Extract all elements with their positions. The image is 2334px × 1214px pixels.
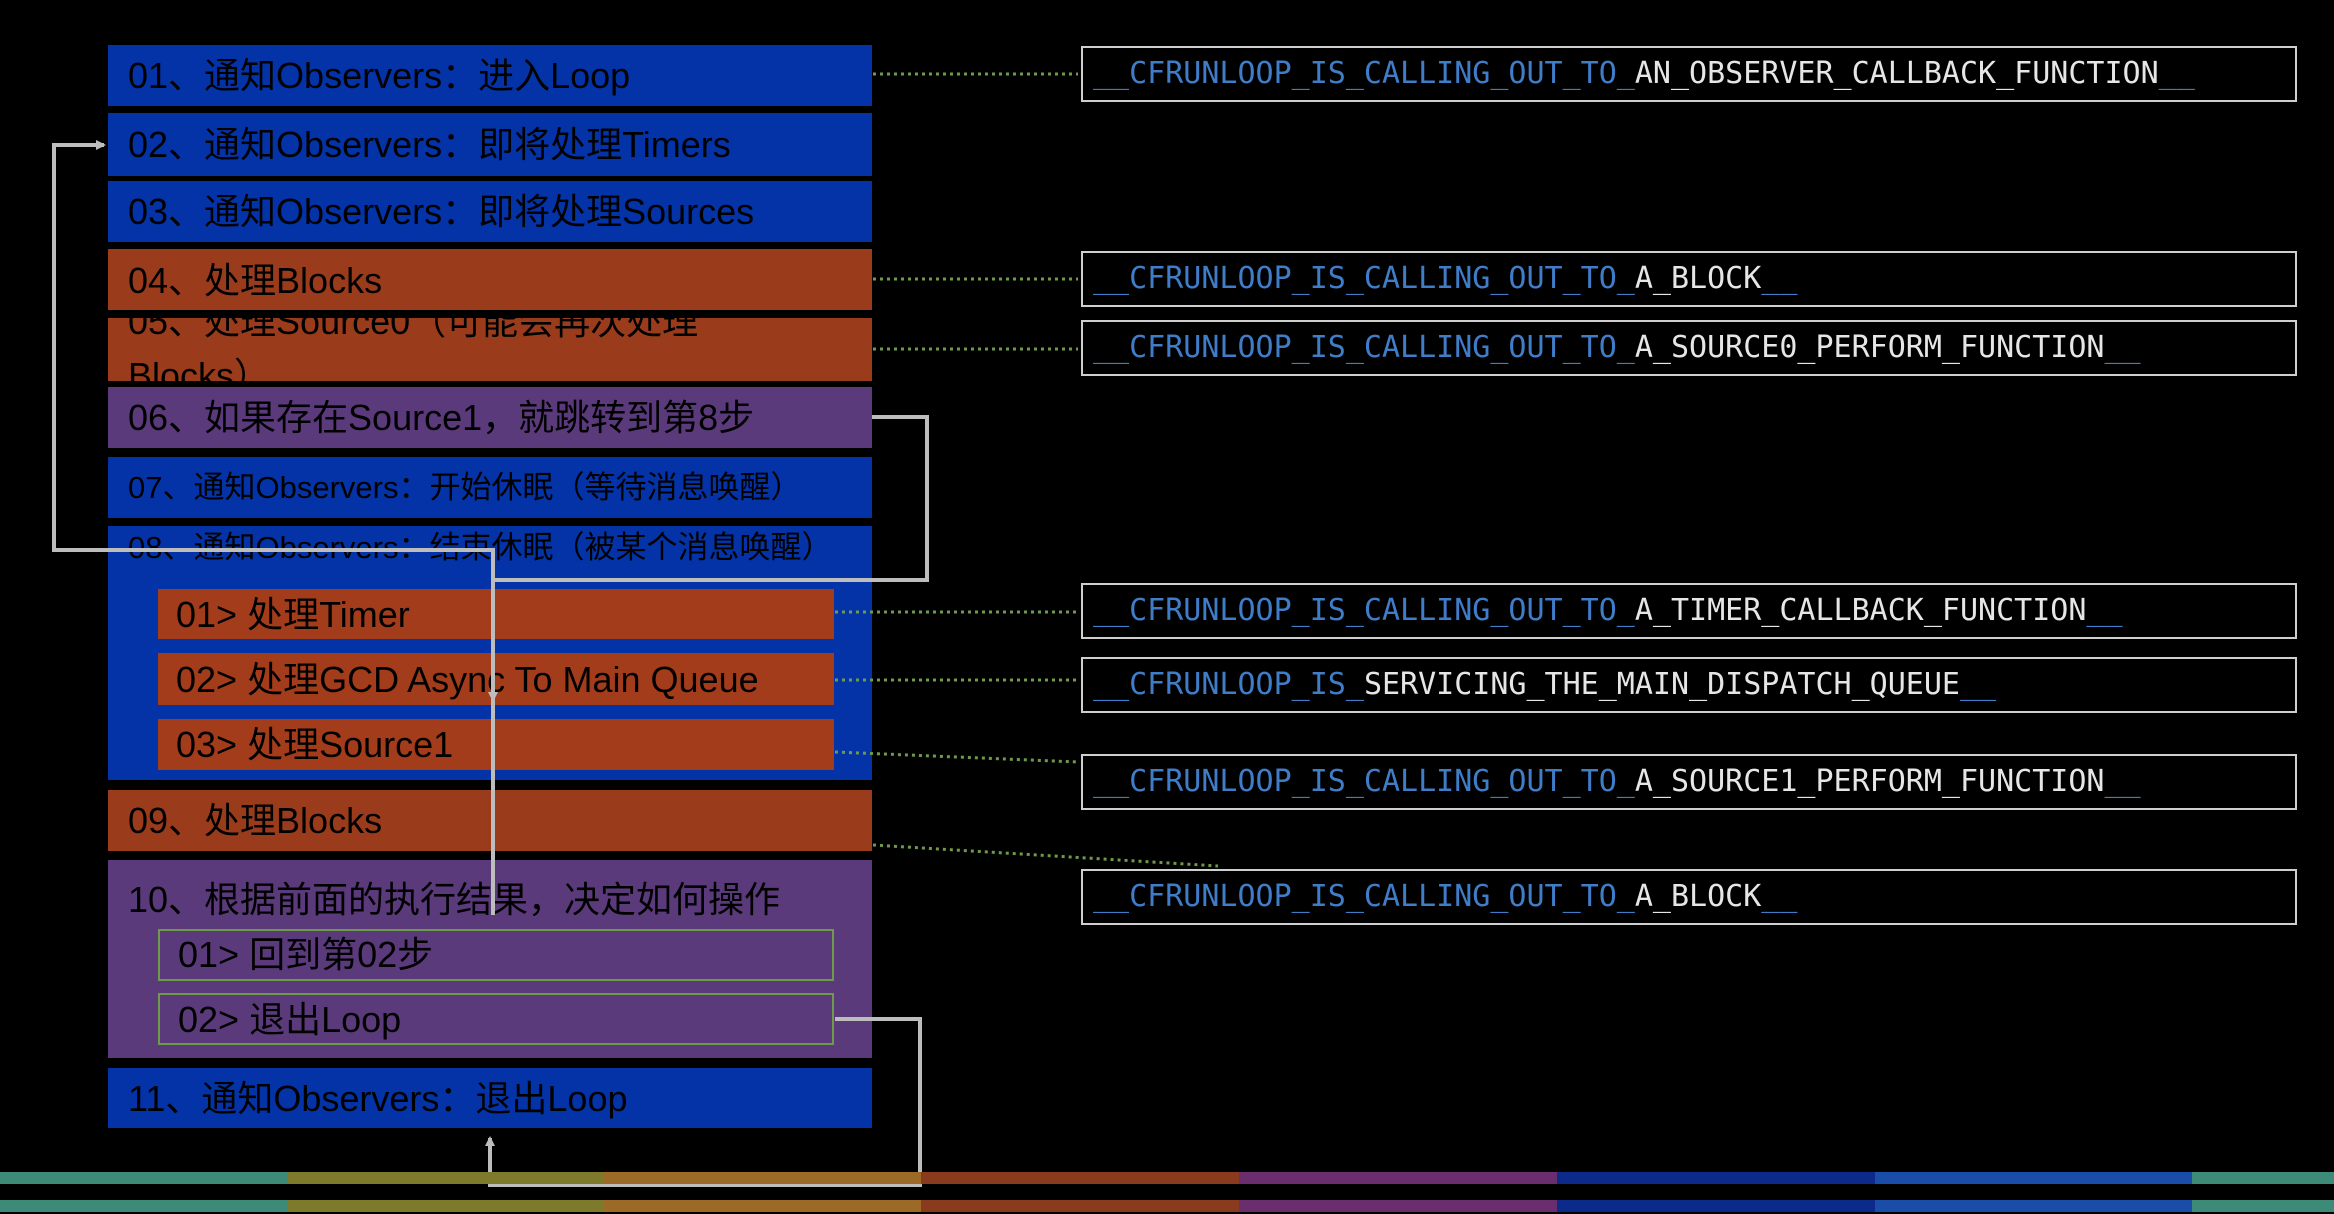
strip-segment-3 [604,1172,921,1184]
function-block-2: __CFRUNLOOP_IS_CALLING_OUT_TO_A_BLOCK__ [1081,869,2297,925]
function-main-dispatch-queue: __CFRUNLOOP_IS_SERVICING_THE_MAIN_DISPAT… [1081,657,2297,713]
step-05-line1: 05、处理Source0（可能会再次处理 [128,318,699,342]
function-suffix: __ [2104,764,2141,799]
arrow-exit-to-11 [485,1017,922,1187]
step-01: 01、通知Observers：进入Loop [108,45,872,106]
step-08-sub-source1: 03> 处理Source1 [158,719,834,770]
function-source1-perform: __CFRUNLOOP_IS_CALLING_OUT_TO_A_SOURCE1_… [1081,754,2297,810]
function-prefix: __CFRUNLOOP_IS_CALLING_OUT_TO_ [1093,56,1635,91]
step-10: 10、根据前面的执行结果，决定如何操作 [108,860,872,1058]
step-07: 07、通知Observers：开始休眠（等待消息唤醒） [108,457,872,518]
arrow-back-to-02 [52,140,495,915]
function-suffix: __ [2158,56,2195,91]
step-05: 05、处理Source0（可能会再次处理 Blocks） [108,318,872,381]
function-name: SERVICING_THE_MAIN_DISPATCH_QUEUE [1363,667,1960,702]
step-10-label: 10、根据前面的执行结果，决定如何操作 [128,879,781,920]
step-02: 02、通知Observers：即将处理Timers [108,113,872,176]
function-prefix: __CFRUNLOOP_IS_CALLING_OUT_TO_ [1093,879,1635,914]
function-suffix: __ [1761,261,1798,296]
strip-segment-4 [921,1172,1239,1184]
function-prefix: __CFRUNLOOP_IS_CALLING_OUT_TO_ [1093,764,1635,799]
function-observer-callback: __CFRUNLOOP_IS_CALLING_OUT_TO_AN_OBSERVE… [1081,46,2297,102]
function-name: AN_OBSERVER_CALLBACK_FUNCTION [1634,56,2159,91]
strip-segment-5 [1239,1172,1557,1184]
strip2-segment-5 [1239,1200,1557,1212]
step-08-sub-timer: 01> 处理Timer [158,589,834,639]
strip2-segment-8 [2192,1200,2334,1212]
step-03: 03、通知Observers：即将处理Sources [108,181,872,242]
function-name: A_BLOCK [1634,879,1762,914]
step-10-sub-back-to-02: 01> 回到第02步 [158,929,834,981]
step-05-line2: Blocks） [128,355,271,382]
strip2-segment-3 [604,1200,921,1212]
strip-segment-6 [1557,1172,1875,1184]
strip2-segment-6 [1557,1200,1875,1212]
step-09: 09、处理Blocks [108,790,872,851]
strip-segment-1 [0,1172,287,1184]
function-suffix: __ [1761,879,1798,914]
function-timer-callback: __CFRUNLOOP_IS_CALLING_OUT_TO_A_TIMER_CA… [1081,583,2297,639]
function-block-1: __CFRUNLOOP_IS_CALLING_OUT_TO_A_BLOCK__ [1081,251,2297,307]
function-name: A_TIMER_CALLBACK_FUNCTION [1634,593,2087,628]
strip2-segment-2 [287,1200,604,1212]
dotted-connector-09 [872,843,1219,868]
step-06: 06、如果存在Source1，就跳转到第8步 [108,387,872,448]
strip-segment-7 [1875,1172,2192,1184]
function-suffix: __ [2104,330,2141,365]
strip-segment-8 [2192,1172,2334,1184]
strip2-segment-7 [1875,1200,2192,1212]
dotted-connector-source1 [834,750,1079,764]
function-name: A_BLOCK [1634,261,1762,296]
function-name: A_SOURCE0_PERFORM_FUNCTION [1634,330,2105,365]
function-source0-perform: __CFRUNLOOP_IS_CALLING_OUT_TO_A_SOURCE0_… [1081,320,2297,376]
step-11: 11、通知Observers：退出Loop [108,1068,872,1128]
strip2-segment-4 [921,1200,1239,1212]
step-04: 04、处理Blocks [108,249,872,310]
strip2-segment-1 [0,1200,287,1212]
function-name: A_SOURCE1_PERFORM_FUNCTION [1634,764,2105,799]
function-suffix: __ [2086,593,2123,628]
function-prefix: __CFRUNLOOP_IS_CALLING_OUT_TO_ [1093,593,1635,628]
step-08-label: 08、通知Observers：结束休眠（被某个消息唤醒） [128,530,833,565]
arrow-06-to-08 [488,415,929,702]
function-prefix: __CFRUNLOOP_IS_ [1093,667,1364,702]
function-prefix: __CFRUNLOOP_IS_CALLING_OUT_TO_ [1093,261,1635,296]
strip-segment-2 [287,1172,604,1184]
step-10-sub-exit-loop: 02> 退出Loop [158,993,834,1045]
function-prefix: __CFRUNLOOP_IS_CALLING_OUT_TO_ [1093,330,1635,365]
function-suffix: __ [1959,667,1997,702]
